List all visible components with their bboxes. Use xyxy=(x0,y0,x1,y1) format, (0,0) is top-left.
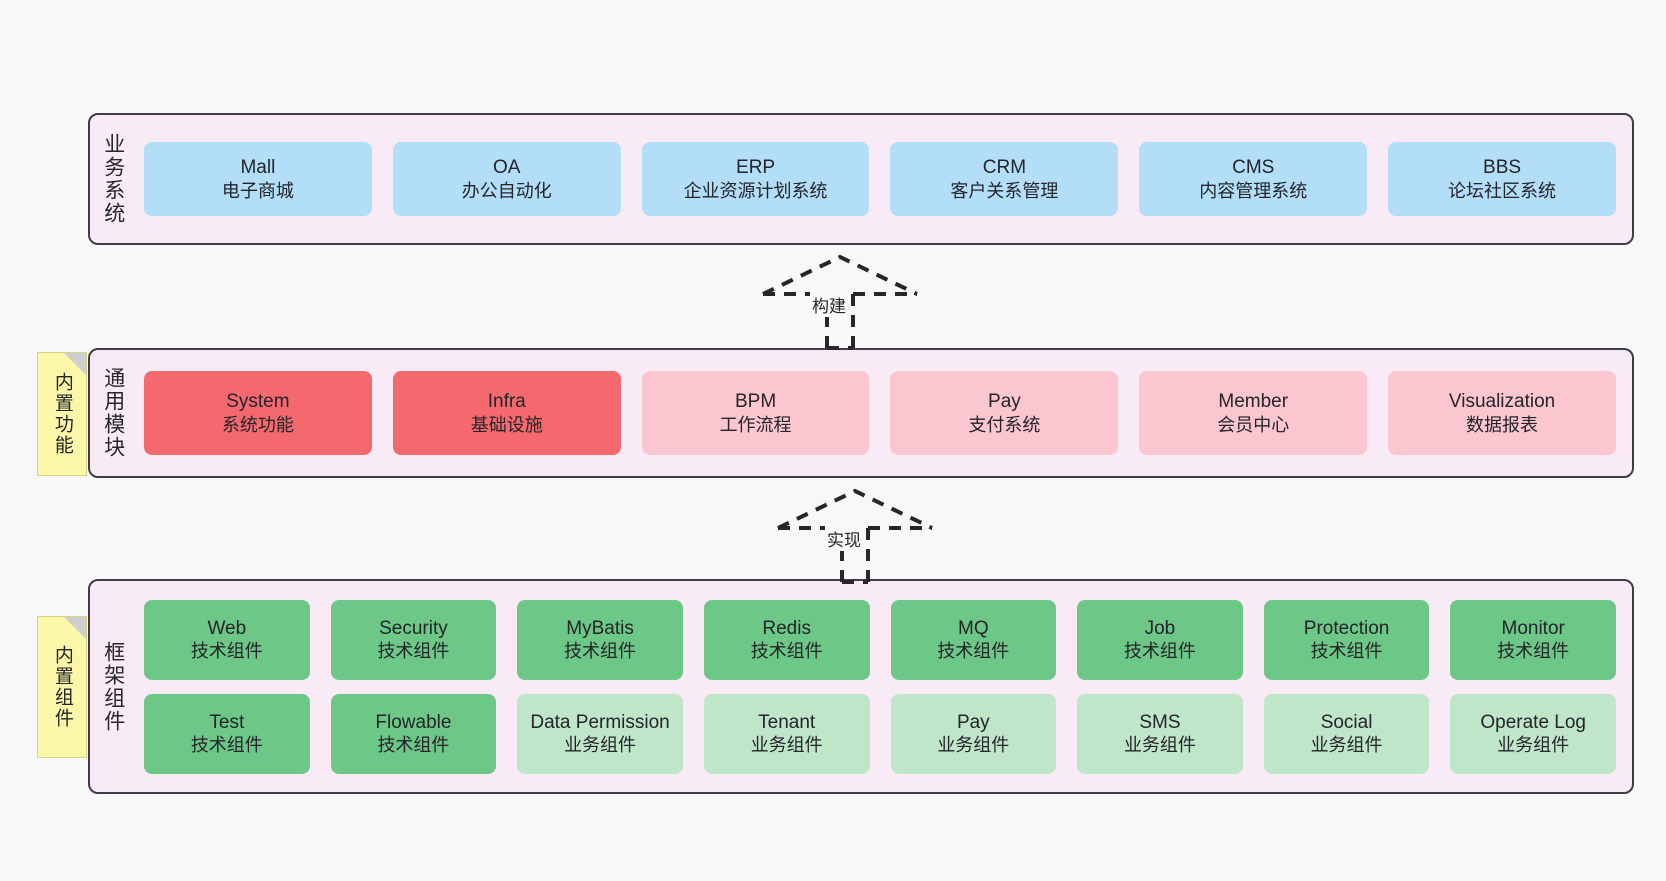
layer-body-common-modules: System 系统功能 Infra 基础设施 BPM 工作流程 Pay 支付系统… xyxy=(136,350,1632,476)
node-monitor[interactable]: Monitor 技术组件 xyxy=(1450,599,1616,680)
layer-label-business-systems: 业务系统 xyxy=(101,133,125,225)
node-cms[interactable]: CMS 内容管理系统 xyxy=(1139,142,1368,216)
node-infra[interactable]: Infra 基础设施 xyxy=(392,371,621,455)
node-redis[interactable]: Redis 技术组件 xyxy=(703,599,870,680)
node-security[interactable]: Security 技术组件 xyxy=(330,599,497,680)
arrow-build: 构建 xyxy=(745,252,935,350)
note-built-in-components: 内置组件 xyxy=(37,616,87,758)
node-flowable[interactable]: Flowable 技术组件 xyxy=(330,693,497,774)
node-test[interactable]: Test 技术组件 xyxy=(144,693,310,774)
node-pay-module[interactable]: Pay 支付系统 xyxy=(890,371,1119,455)
node-erp[interactable]: ERP 企业资源计划系统 xyxy=(641,142,870,216)
layer-row: Web 技术组件 Security 技术组件 MyBatis 技术组件 Redi… xyxy=(144,599,1616,680)
layer-business-systems: 业务系统 Mall 电子商城 OA 办公自动化 ERP 企业资源计划系统 CRM xyxy=(88,113,1634,245)
node-member[interactable]: Member 会员中心 xyxy=(1139,371,1368,455)
node-bbs[interactable]: BBS 论坛社区系统 xyxy=(1388,142,1616,216)
node-data-permission[interactable]: Data Permission 业务组件 xyxy=(517,693,683,774)
layer-row: Test 技术组件 Flowable 技术组件 Data Permission … xyxy=(144,693,1616,774)
node-oa[interactable]: OA 办公自动化 xyxy=(392,142,621,216)
node-crm[interactable]: CRM 客户关系管理 xyxy=(890,142,1119,216)
node-pay-component[interactable]: Pay 业务组件 xyxy=(890,693,1057,774)
layer-framework-components: 框架组件 Web 技术组件 Security 技术组件 MyBatis 技术组件… xyxy=(88,579,1634,794)
note-built-in-functions: 内置功能 xyxy=(37,352,87,476)
node-job[interactable]: Job 技术组件 xyxy=(1077,599,1243,680)
note-fold-corner-icon xyxy=(64,617,86,639)
arrow-build-label: 构建 xyxy=(810,292,848,317)
arrow-implement: 实现 xyxy=(760,486,950,584)
node-web[interactable]: Web 技术组件 xyxy=(144,599,310,680)
node-mall[interactable]: Mall 电子商城 xyxy=(144,142,372,216)
node-social[interactable]: Social 业务组件 xyxy=(1263,693,1430,774)
node-visualization[interactable]: Visualization 数据报表 xyxy=(1388,371,1616,455)
node-sms[interactable]: SMS 业务组件 xyxy=(1077,693,1243,774)
node-mq[interactable]: MQ 技术组件 xyxy=(890,599,1057,680)
layer-row: System 系统功能 Infra 基础设施 BPM 工作流程 Pay 支付系统… xyxy=(144,371,1616,455)
node-system[interactable]: System 系统功能 xyxy=(144,371,372,455)
node-mybatis[interactable]: MyBatis 技术组件 xyxy=(517,599,683,680)
layer-body-business-systems: Mall 电子商城 OA 办公自动化 ERP 企业资源计划系统 CRM 客户关系… xyxy=(136,115,1632,243)
note-fold-corner-icon xyxy=(64,353,86,375)
layer-common-modules: 通用模块 System 系统功能 Infra 基础设施 BPM 工作流程 Pay xyxy=(88,348,1634,478)
node-protection[interactable]: Protection 技术组件 xyxy=(1263,599,1430,680)
arrow-implement-label: 实现 xyxy=(825,526,863,551)
layer-body-framework-components: Web 技术组件 Security 技术组件 MyBatis 技术组件 Redi… xyxy=(136,581,1632,792)
node-bpm[interactable]: BPM 工作流程 xyxy=(641,371,870,455)
layer-label-common-modules: 通用模块 xyxy=(101,367,125,459)
layer-row: Mall 电子商城 OA 办公自动化 ERP 企业资源计划系统 CRM 客户关系… xyxy=(144,142,1616,216)
node-tenant[interactable]: Tenant 业务组件 xyxy=(703,693,870,774)
layer-label-framework-components: 框架组件 xyxy=(101,640,125,733)
node-operate-log[interactable]: Operate Log 业务组件 xyxy=(1450,693,1616,774)
